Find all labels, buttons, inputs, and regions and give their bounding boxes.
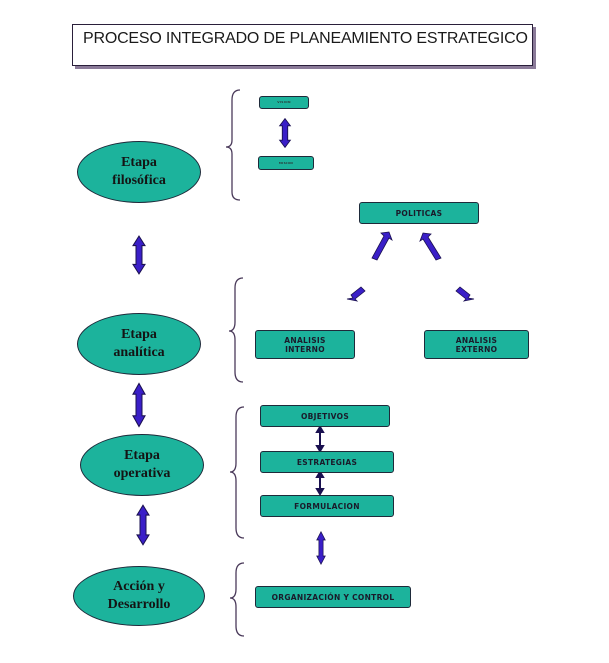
box-politicas: POLITICAS xyxy=(359,202,479,224)
arrow-analitica-operativa xyxy=(132,382,146,428)
arrow-down-right-to-externo xyxy=(455,286,475,302)
arrow-down-left-to-interno xyxy=(346,286,366,302)
stage-label-line2: filosófica xyxy=(112,173,166,188)
box-organizacion-control: ORGANIZACIÓN Y CONTROL xyxy=(255,586,411,608)
box-label-line2: INTERNO xyxy=(285,344,325,354)
box-objetivos: OBJETIVOS xyxy=(260,405,390,427)
stage-etapa-filosofica: Etapa filosófica xyxy=(77,141,201,203)
stage-etapa-analitica: Etapa analítica xyxy=(77,313,201,375)
stage-label-line2: Desarrollo xyxy=(107,597,171,612)
arrow-operativa-accion xyxy=(136,504,150,546)
box-estrategias: ESTRATEGIAS xyxy=(260,451,394,473)
box-label-line2: EXTERNO xyxy=(455,344,498,354)
box-mision: MISION xyxy=(258,156,314,170)
arrow-up-left-to-politicas xyxy=(371,231,393,261)
title-box: PROCESO INTEGRADO DE PLANEAMIENTO ESTRAT… xyxy=(72,24,533,66)
arrow-filosofica-analitica xyxy=(132,235,146,275)
bracket-analytical xyxy=(228,277,244,383)
stage-label-line1: Etapa xyxy=(121,155,157,170)
stage-etapa-operativa: Etapa operativa xyxy=(80,434,204,496)
stage-label-line1: Etapa xyxy=(124,448,160,463)
box-formulacion: FORMULACION xyxy=(260,495,394,517)
arrow-up-right-to-politicas xyxy=(419,232,442,261)
arrow-vision-mision xyxy=(279,118,291,148)
box-vision: VISION xyxy=(259,96,309,109)
stage-label-line1: Etapa xyxy=(121,327,157,342)
stage-label-line2: operativa xyxy=(113,466,171,481)
box-label-line1: ANALISIS xyxy=(284,335,326,345)
bracket-philosophical xyxy=(225,89,241,201)
diagram-title: PROCESO INTEGRADO DE PLANEAMIENTO ESTRAT… xyxy=(83,30,528,47)
stage-label-line2: analítica xyxy=(113,345,165,360)
bracket-action xyxy=(229,562,245,637)
box-label-line1: ANALISIS xyxy=(455,335,498,345)
bracket-operative xyxy=(229,406,245,539)
stage-label-line1: Acción y xyxy=(113,579,165,594)
stage-accion-desarrollo: Acción y Desarrollo xyxy=(73,566,205,626)
arrow-formulacion-organizacion xyxy=(316,531,326,565)
